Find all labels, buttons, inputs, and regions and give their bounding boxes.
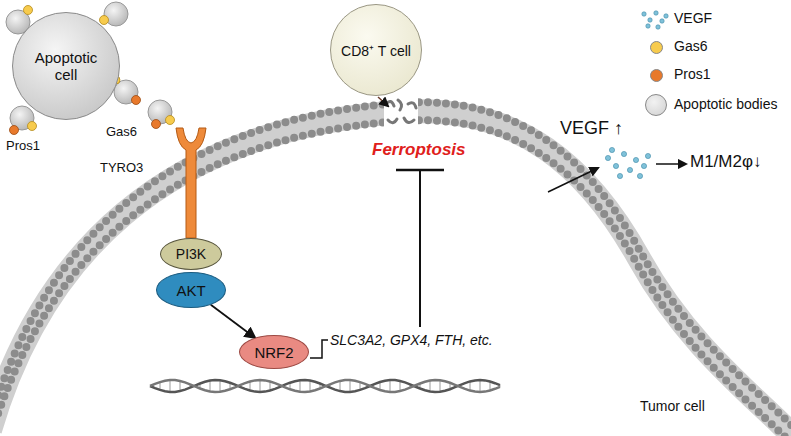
vegf-dot — [633, 157, 638, 162]
ligand-label: Gas6 — [106, 124, 137, 139]
vegf-dot — [642, 12, 646, 16]
promoter-bracket — [310, 340, 328, 358]
tyro3-receptor — [176, 128, 206, 238]
node-label: PI3K — [176, 246, 206, 262]
secretion-arrow — [548, 168, 598, 192]
dna-rung — [310, 381, 311, 392]
vegf-dot — [646, 24, 650, 28]
dna-rung — [260, 380, 261, 392]
vegf-dot — [605, 155, 610, 160]
dna-rung — [170, 380, 171, 392]
receptor-label: TYRO3 — [100, 160, 143, 175]
dna-rung — [440, 380, 441, 391]
dna-backbone — [150, 380, 500, 392]
lipid-heads — [0, 102, 791, 436]
vegf-dot — [609, 147, 614, 152]
dna-rung — [210, 381, 211, 392]
inhibition-line — [419, 170, 421, 327]
membrane-fragments — [386, 100, 416, 123]
dna-rung — [390, 380, 391, 392]
vegf-dot — [664, 14, 668, 18]
lipid-heads — [0, 120, 791, 436]
vegf-dot — [660, 19, 664, 23]
process-label: Ferroptosis — [372, 140, 466, 160]
vegf-dot — [621, 151, 626, 156]
legend-swatch — [650, 41, 663, 54]
node-label: Apoptotic cell — [26, 49, 106, 83]
gene-list: SLC3A2, GPX4, FTH, etc. — [330, 332, 493, 348]
legend-text: VEGF — [674, 10, 712, 26]
legend-swatch — [645, 94, 667, 116]
vegf-dots — [605, 147, 650, 178]
node-label: CD8⁺ T cell — [341, 41, 411, 60]
connector-arrow — [211, 305, 255, 338]
vegf-label: VEGF ↑ — [560, 118, 623, 139]
dna-rung — [220, 380, 221, 392]
ligand-label: Pros1 — [6, 138, 40, 153]
effect-arrow — [656, 163, 686, 165]
macrophage-label: M1/M2φ↓ — [690, 152, 761, 172]
legend-swatch — [650, 69, 663, 82]
legend-vegf-dots — [642, 11, 668, 29]
vegf-dot — [648, 18, 652, 22]
dna-rung — [340, 381, 341, 391]
nrf2-oval: NRF2 — [239, 335, 309, 369]
inhibition-bar — [396, 169, 444, 172]
vegf-dot — [645, 153, 650, 158]
node-label: AKT — [176, 282, 205, 299]
pi3k-oval: PI3K — [160, 238, 222, 270]
vegf-dot — [641, 163, 646, 168]
legend-text: Apoptotic bodies — [674, 96, 778, 112]
vegf-dot — [627, 167, 632, 172]
vegf-dot — [656, 25, 660, 29]
vegf-dot — [637, 173, 642, 178]
apoptotic-bodies — [6, 2, 175, 135]
t-cell: CD8⁺ T cell — [330, 4, 422, 96]
apoptotic-cell: Apoptotic cell — [12, 12, 120, 120]
node-label: NRF2 — [254, 344, 293, 361]
dna-backbone — [150, 380, 500, 392]
dna-rung — [180, 381, 181, 391]
legend-text: Pros1 — [674, 66, 711, 82]
membrane-pore — [384, 96, 418, 128]
attack-arrow — [378, 97, 388, 106]
vegf-dot — [654, 11, 658, 15]
vegf-dot — [613, 163, 618, 168]
vegf-dot — [617, 173, 622, 178]
dna-strand — [150, 380, 500, 392]
dna-rung — [400, 381, 401, 391]
cell-label: Tumor cell — [640, 398, 705, 414]
legend-text: Gas6 — [674, 38, 707, 54]
dna-rung — [300, 380, 301, 392]
akt-oval: AKT — [156, 272, 226, 308]
membrane — [0, 111, 791, 436]
dna-rung — [350, 380, 351, 392]
dna-rung — [430, 381, 431, 392]
dna-rung — [480, 380, 481, 392]
